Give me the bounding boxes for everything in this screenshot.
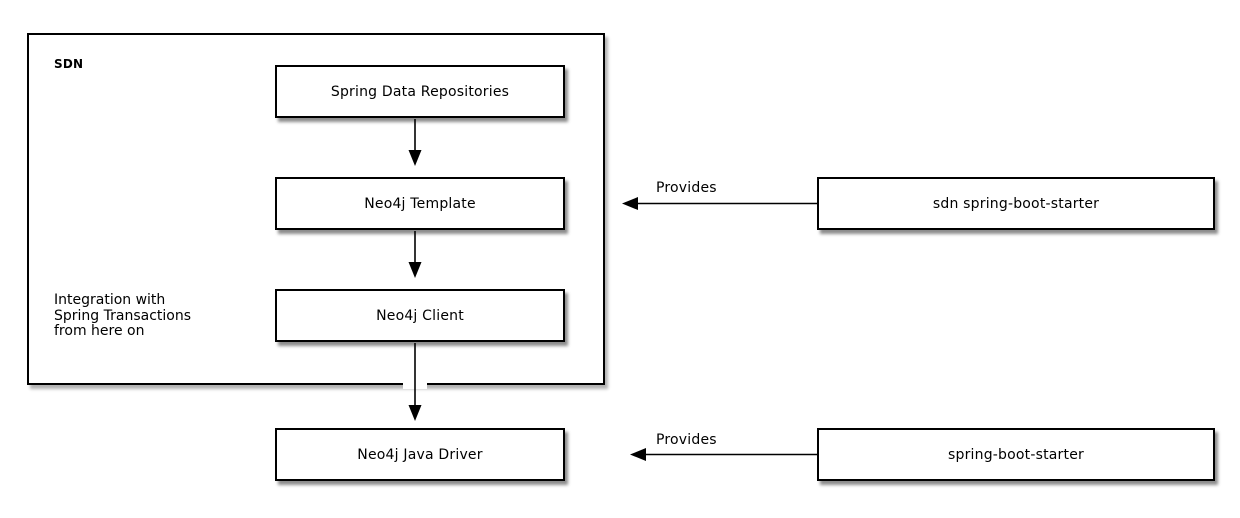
node-sdn-spring-boot-starter: sdn spring-boot-starter (817, 177, 1215, 230)
spring-transactions-note: Integration with Spring Transactions fro… (54, 292, 192, 339)
arrow-boot-starter-provides (630, 448, 817, 461)
node-neo4j-template: Neo4j Template (275, 177, 565, 230)
node-label: Neo4j Template (364, 195, 476, 212)
sdn-package-label: SDN (54, 57, 84, 71)
node-label: Neo4j Client (376, 307, 464, 324)
node-label: Neo4j Java Driver (357, 446, 483, 463)
node-spring-boot-starter: spring-boot-starter (817, 428, 1215, 481)
node-label: sdn spring-boot-starter (932, 195, 1100, 212)
node-spring-data-repositories: Spring Data Repositories (275, 65, 565, 118)
provides-label-bottom: Provides (656, 432, 717, 448)
arrow-sdn-starter-provides (622, 197, 817, 210)
node-neo4j-client: Neo4j Client (275, 289, 565, 342)
provides-label-top: Provides (656, 180, 717, 196)
node-neo4j-java-driver: Neo4j Java Driver (275, 428, 565, 481)
node-label: spring-boot-starter (948, 446, 1084, 463)
node-label: Spring Data Repositories (330, 83, 510, 100)
